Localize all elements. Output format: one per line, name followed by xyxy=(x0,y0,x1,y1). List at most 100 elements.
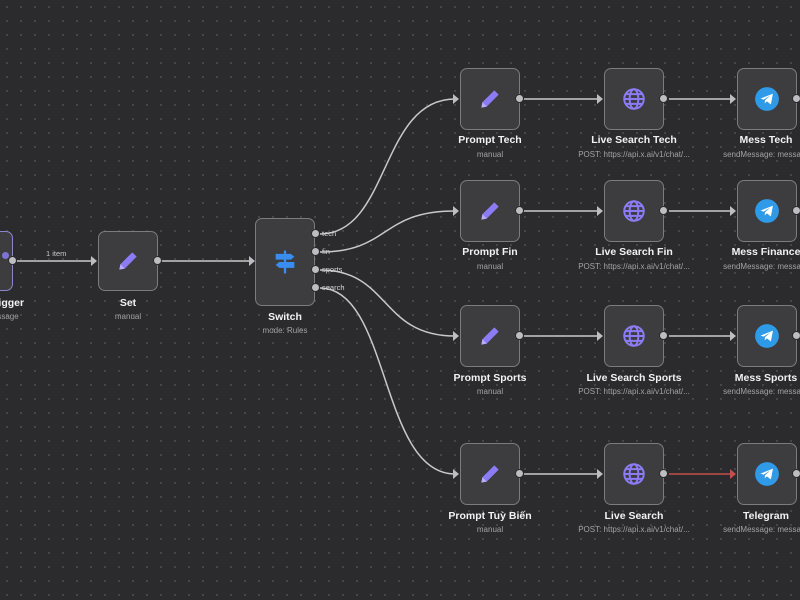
trigger-title: …igger xyxy=(0,297,25,309)
prompt-sports-node[interactable] xyxy=(460,305,520,367)
prompt-custom-node[interactable] xyxy=(460,443,520,505)
send-fin-title: Mess Finance xyxy=(731,246,800,258)
pencil-icon xyxy=(115,248,141,274)
set-node[interactable] xyxy=(98,231,158,291)
connection-switch-prompt-custom xyxy=(319,287,456,475)
pencil-icon xyxy=(477,461,503,487)
search-sports-title: Live Search Sports xyxy=(586,372,682,384)
search-sports-node[interactable] xyxy=(604,305,664,367)
prompt-tech-title: Prompt Tech xyxy=(458,134,522,146)
send-tech-output-port[interactable] xyxy=(792,94,800,103)
prompt-sports-title: Prompt Sports xyxy=(453,372,527,384)
switch-title: Switch xyxy=(268,311,302,323)
send-sports-output-port[interactable] xyxy=(792,331,800,340)
telegram-output-port[interactable] xyxy=(792,469,800,478)
search-sports-subtitle: POST: https://api.x.ai/v1/chat/... xyxy=(578,387,690,396)
switch-subtitle: mode: Rules xyxy=(262,326,308,335)
globe-icon xyxy=(621,461,647,487)
prompt-fin-input-port[interactable] xyxy=(453,206,459,216)
prompt-custom-input-port[interactable] xyxy=(453,469,459,479)
send-sports-subtitle: sendMessage: messa xyxy=(723,387,800,396)
prompt-tech-input-port[interactable] xyxy=(453,94,459,104)
prompt-tech-node[interactable] xyxy=(460,68,520,130)
connection-switch-prompt-sports xyxy=(319,269,456,337)
send-tech-input-port[interactable] xyxy=(730,94,736,104)
set-title: Set xyxy=(119,297,137,309)
switch-input-port[interactable] xyxy=(249,256,255,266)
telegram-subtitle: sendMessage: messa xyxy=(723,525,800,534)
search-tech-title: Live Search Tech xyxy=(591,134,677,146)
switch-output-port-search[interactable] xyxy=(311,283,320,292)
prompt-custom-subtitle: manual xyxy=(476,525,504,534)
trigger-subtitle: …ssage xyxy=(0,312,19,321)
telegram-icon xyxy=(754,198,780,224)
send-tech-title: Mess Tech xyxy=(739,134,793,146)
trigger-icon xyxy=(2,252,9,259)
prompt-custom-title: Prompt Tuỳ Biến xyxy=(448,510,532,522)
search-sports-input-port[interactable] xyxy=(597,331,603,341)
telegram-icon xyxy=(754,86,780,112)
switch-node[interactable] xyxy=(255,218,315,306)
search-custom-title: Live Search xyxy=(604,510,664,522)
trigger-output-port[interactable] xyxy=(8,256,17,265)
prompt-sports-subtitle: manual xyxy=(476,387,504,396)
set-input-port[interactable] xyxy=(91,256,97,266)
switch-output-label-search: search xyxy=(322,283,345,292)
send-tech-subtitle: sendMessage: messa xyxy=(723,150,800,159)
prompt-tech-subtitle: manual xyxy=(476,150,504,159)
switch-output-port-tech[interactable] xyxy=(311,229,320,238)
send-sports-input-port[interactable] xyxy=(730,331,736,341)
switch-output-label-tech: tech xyxy=(322,229,337,238)
search-custom-subtitle: POST: https://api.x.ai/v1/chat/... xyxy=(578,525,690,534)
search-custom-input-port[interactable] xyxy=(597,469,603,479)
search-fin-input-port[interactable] xyxy=(597,206,603,216)
search-fin-title: Live Search Fin xyxy=(595,246,673,258)
search-tech-subtitle: POST: https://api.x.ai/v1/chat/... xyxy=(578,150,690,159)
switch-output-port-sports[interactable] xyxy=(311,265,320,274)
prompt-fin-output-port[interactable] xyxy=(515,206,524,215)
search-custom-node[interactable] xyxy=(604,443,664,505)
telegram-node[interactable] xyxy=(737,443,797,505)
send-fin-input-port[interactable] xyxy=(730,206,736,216)
search-fin-output-port[interactable] xyxy=(659,206,668,215)
search-fin-subtitle: POST: https://api.x.ai/v1/chat/... xyxy=(578,262,690,271)
globe-icon xyxy=(621,86,647,112)
connection-switch-prompt-tech xyxy=(319,98,456,235)
search-sports-output-port[interactable] xyxy=(659,331,668,340)
prompt-sports-input-port[interactable] xyxy=(453,331,459,341)
send-sports-node[interactable] xyxy=(737,305,797,367)
search-tech-input-port[interactable] xyxy=(597,94,603,104)
search-tech-output-port[interactable] xyxy=(659,94,668,103)
set-output-port[interactable] xyxy=(153,256,162,265)
search-fin-node[interactable] xyxy=(604,180,664,242)
search-custom-output-port[interactable] xyxy=(659,469,668,478)
prompt-fin-title: Prompt Fin xyxy=(462,246,518,258)
prompt-fin-subtitle: manual xyxy=(476,262,504,271)
telegram-input-port[interactable] xyxy=(730,469,736,479)
telegram-icon xyxy=(754,323,780,349)
switch-output-label-fin: fin xyxy=(322,247,330,256)
globe-icon xyxy=(621,323,647,349)
prompt-tech-output-port[interactable] xyxy=(515,94,524,103)
send-sports-title: Mess Sports xyxy=(734,372,798,384)
set-subtitle: manual xyxy=(114,312,142,321)
prompt-sports-output-port[interactable] xyxy=(515,331,524,340)
send-tech-node[interactable] xyxy=(737,68,797,130)
search-tech-node[interactable] xyxy=(604,68,664,130)
telegram-icon xyxy=(754,461,780,487)
prompt-custom-output-port[interactable] xyxy=(515,469,524,478)
send-fin-node[interactable] xyxy=(737,180,797,242)
switch-output-port-fin[interactable] xyxy=(311,247,320,256)
send-fin-output-port[interactable] xyxy=(792,206,800,215)
globe-icon xyxy=(621,198,647,224)
edge-item-count-label: 1 item xyxy=(46,249,67,258)
pencil-icon xyxy=(477,323,503,349)
connection-switch-prompt-fin xyxy=(319,210,456,253)
telegram-title: Telegram xyxy=(743,510,789,522)
switch-output-label-sports: sports xyxy=(322,265,343,274)
send-fin-subtitle: sendMessage: messa xyxy=(723,262,800,271)
signpost-icon xyxy=(271,248,299,276)
pencil-icon xyxy=(477,86,503,112)
prompt-fin-node[interactable] xyxy=(460,180,520,242)
